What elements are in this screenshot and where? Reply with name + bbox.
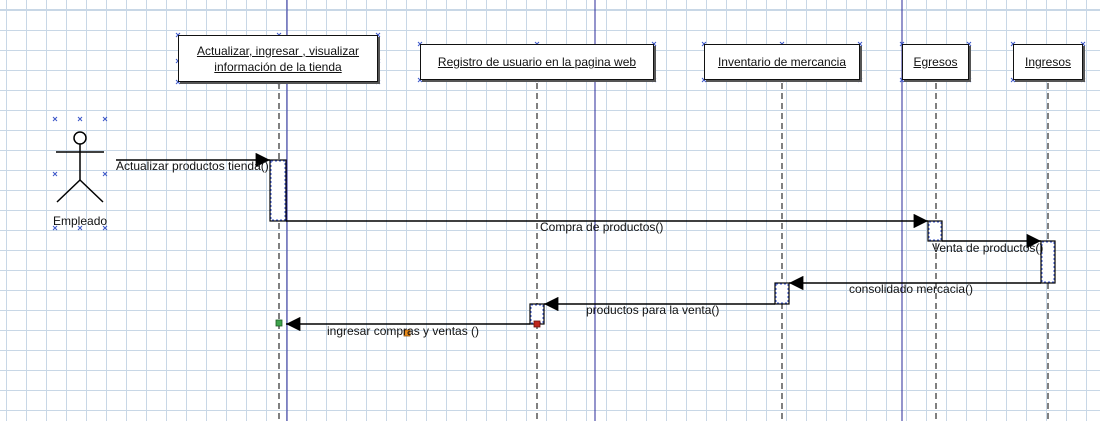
object-label-inventario: Inventario de mercancia bbox=[717, 55, 847, 69]
label-anchor-handle[interactable] bbox=[403, 329, 411, 337]
activation-tienda[interactable] bbox=[269, 159, 287, 222]
message-label-m3[interactable]: Venta de productos() bbox=[932, 241, 1044, 255]
object-box-inventario[interactable]: Inventario de mercancia bbox=[704, 44, 860, 80]
selection-outline-tienda bbox=[270, 160, 286, 221]
connector-start-handle[interactable] bbox=[275, 319, 283, 327]
message-label-m5[interactable]: productos para la venta() bbox=[586, 303, 720, 317]
message-label-m4[interactable]: consolidado mercacia() bbox=[849, 282, 974, 296]
object-box-tienda[interactable]: Actualizar, ingresar , visualizar inform… bbox=[178, 35, 378, 82]
object-label-tienda: Actualizar, ingresar , visualizar inform… bbox=[193, 43, 363, 75]
message-label-m2[interactable]: Compra de productos() bbox=[540, 220, 664, 234]
object-label-tienda-line1: Actualizar, ingresar , visualizar bbox=[196, 43, 360, 58]
actor-name: Empleado bbox=[53, 214, 108, 228]
object-box-ingresos[interactable]: Ingresos bbox=[1013, 44, 1083, 80]
object-label-tienda-line2: información de la tienda bbox=[214, 59, 342, 74]
object-label-registro: Registro de usuario en la pagina web bbox=[437, 55, 637, 69]
object-label-egresos: Egresos bbox=[913, 55, 958, 69]
object-box-egresos[interactable]: Egresos bbox=[902, 44, 969, 80]
message-label-m6[interactable]: ingresar compras y ventas () bbox=[327, 324, 480, 338]
actor-selection-handles bbox=[52, 116, 108, 231]
actor-stick-figure-icon[interactable] bbox=[56, 131, 104, 203]
object-label-ingresos: Ingresos bbox=[1024, 55, 1072, 69]
selection-outline-inventario bbox=[775, 283, 789, 304]
object-box-registro[interactable]: Registro de usuario en la pagina web bbox=[420, 44, 654, 80]
activation-ingresos[interactable] bbox=[1040, 240, 1056, 284]
connector-end-handle[interactable] bbox=[533, 320, 541, 328]
message-label-m1[interactable]: Actualizar productos tienda() bbox=[116, 159, 269, 173]
selection-outline-egresos bbox=[928, 221, 942, 241]
activation-inventario[interactable] bbox=[774, 282, 790, 305]
activation-egresos[interactable] bbox=[927, 220, 943, 242]
selection-outline-ingresos bbox=[1041, 241, 1055, 283]
